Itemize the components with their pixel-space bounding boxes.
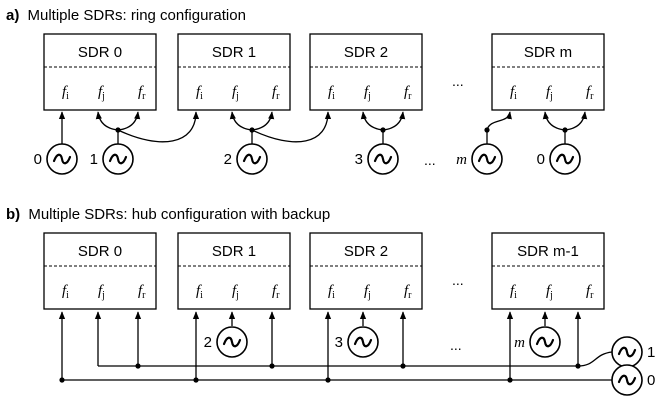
sdr-box-label: SDR m-1: [517, 243, 579, 260]
sdr-box-label: SDR 2: [344, 44, 388, 61]
oscillator-icon: 1: [90, 143, 134, 175]
oscillator-icon: 2: [204, 326, 248, 358]
oscillator-icon: 3: [355, 143, 399, 175]
oscillator-icon: m: [514, 326, 561, 358]
oscillator-icon: m: [456, 143, 503, 175]
oscillator-label: 1: [90, 151, 98, 168]
sdr-box-label: SDR 0: [78, 44, 122, 61]
panel-b-oscillators: 2 3 m 1 0: [204, 326, 655, 396]
svg-text:a) Multiple SDRs: ring c: a) Multiple SDRs: ring configuration: [6, 7, 246, 24]
panel-b-sdr-box: SDR 0 fi fj fr: [43, 232, 157, 310]
oscillator-label: 3: [355, 151, 363, 168]
oscillator-label: 0: [647, 372, 655, 389]
sdr-port-label: fr: [138, 283, 146, 301]
panel-a-sdr-box: SDR 0 fi fj fr: [43, 33, 157, 111]
panel-b-letter: b): [6, 206, 20, 223]
panel-a-sdr-box: SDR 2 fi fj fr: [309, 33, 423, 111]
sdr-port-label: fr: [586, 283, 594, 301]
oscillator-icon: 0: [611, 364, 655, 396]
oscillator-icon: 3: [335, 326, 379, 358]
panel-a-sdr-box: SDR m fi fj fr: [491, 33, 605, 111]
oscillator-label: 2: [224, 151, 232, 168]
sdr-box-label: SDR m: [524, 44, 572, 61]
sdr-port-label: fi: [196, 283, 203, 301]
sdr-port-label: fj: [98, 84, 105, 102]
sdr-port-label: fi: [62, 84, 69, 102]
panel-a: a) Multiple SDRs: ring configuration SDR…: [6, 7, 605, 175]
panel-b-wiring: [58, 311, 613, 383]
svg-text:b) Multiple SDRs: hub co: b) Multiple SDRs: hub configuration with…: [6, 206, 330, 223]
sdr-port-label: fj: [546, 283, 553, 301]
oscillator-label: 0: [537, 151, 545, 168]
panel-b-sdr-box: SDR 2 fi fj fr: [309, 232, 423, 310]
oscillator-label: 3: [335, 334, 343, 351]
oscillator-label: 1: [647, 344, 655, 361]
sdr-port-label: fr: [138, 84, 146, 102]
panel-a-wiring: [58, 111, 588, 144]
sdr-port-label: fj: [364, 283, 371, 301]
panel-b-ellipsis-bottom: ...: [450, 337, 462, 353]
sdr-box-label: SDR 1: [212, 243, 256, 260]
sdr-box-label: SDR 2: [344, 243, 388, 260]
sdr-port-label: fj: [98, 283, 105, 301]
sdr-port-label: fi: [196, 84, 203, 102]
sdr-port-label: fi: [328, 84, 335, 102]
sdr-port-label: fj: [364, 84, 371, 102]
panel-b-sdr-box: SDR 1 fi fj fr: [177, 232, 291, 310]
panel-a-sdr-boxes: SDR 0 fi fj fr SDR 1 fi fj fr SDR 2 fi fj fr SDR m fi…: [43, 33, 605, 111]
sdr-port-label: fr: [404, 283, 412, 301]
sdr-port-label: fr: [272, 84, 280, 102]
sdr-box-label: SDR 1: [212, 44, 256, 61]
sdr-port-label: fr: [272, 283, 280, 301]
sdr-port-label: fj: [546, 84, 553, 102]
oscillator-icon: 1: [611, 336, 655, 368]
oscillator-label: 0: [34, 151, 42, 168]
oscillator-icon: 0: [34, 143, 78, 175]
panel-a-sdr-box: SDR 1 fi fj fr: [177, 33, 291, 111]
sdr-port-label: fi: [510, 84, 517, 102]
panel-b: b) Multiple SDRs: hub configuration with…: [6, 206, 655, 396]
panel-b-sdr-box: SDR m-1 fi fj fr: [491, 232, 605, 310]
panel-a-title: Multiple SDRs: ring configuration: [28, 7, 246, 24]
oscillator-label: m: [456, 152, 467, 168]
sdr-port-label: fi: [510, 283, 517, 301]
panel-b-title: Multiple SDRs: hub configuration with ba…: [28, 206, 330, 223]
oscillator-label: 2: [204, 334, 212, 351]
sdr-port-label: fr: [404, 84, 412, 102]
panel-a-oscillators: 0 1 2 3 m 0: [34, 143, 581, 175]
oscillator-icon: 2: [224, 143, 268, 175]
oscillator-icon: 0: [537, 143, 581, 175]
sdr-port-label: fr: [586, 84, 594, 102]
panel-a-ellipsis-top: ...: [452, 73, 464, 89]
panel-a-ellipsis-bottom: ...: [424, 152, 436, 168]
panel-b-ellipsis-top: ...: [452, 272, 464, 288]
oscillator-label: m: [514, 335, 525, 351]
sdr-box-label: SDR 0: [78, 243, 122, 260]
sdr-port-label: fi: [62, 283, 69, 301]
panel-a-letter: a): [6, 7, 19, 24]
sdr-port-label: fi: [328, 283, 335, 301]
sdr-port-label: fj: [232, 84, 239, 102]
sdr-port-label: fj: [232, 283, 239, 301]
